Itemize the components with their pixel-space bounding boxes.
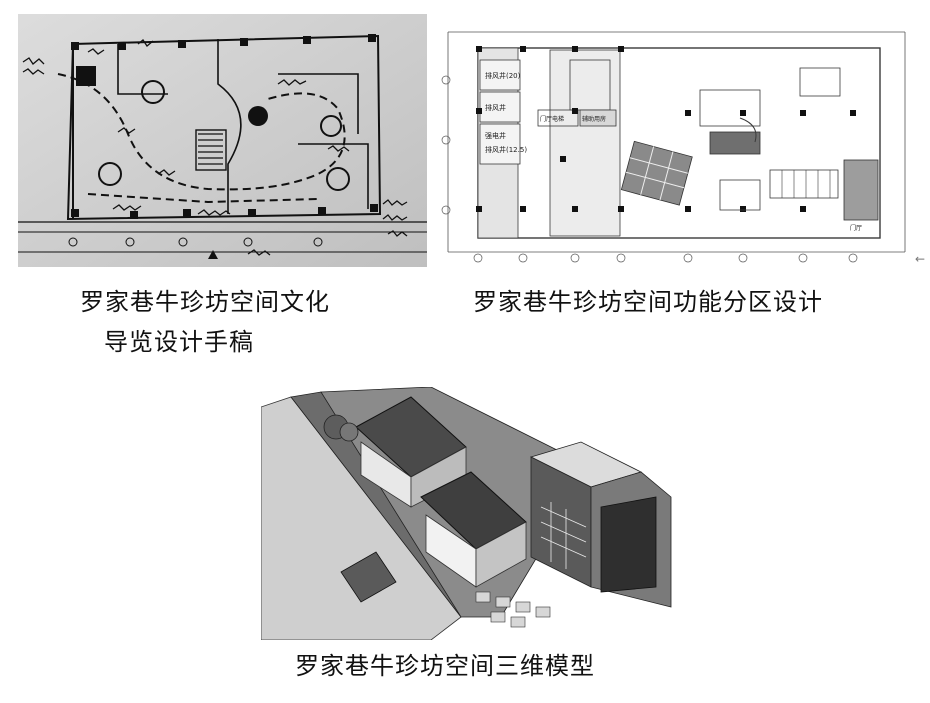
caption-model: 罗家巷牛珍坊空间三维模型 xyxy=(295,652,595,680)
plan-label-room-c: 强电井 xyxy=(485,131,506,140)
caption-sketch-line1: 罗家巷牛珍坊空间文化 xyxy=(80,288,330,316)
caption-sketch-line2: 导览设计手稿 xyxy=(104,328,254,356)
plan-label-room-f: 辅助用房 xyxy=(582,115,606,123)
plan-label-room-e: 门厅电梯 xyxy=(540,115,564,123)
plan-label-entry: 门厅 xyxy=(850,224,862,232)
left-arrow-icon: ← xyxy=(915,252,926,266)
plan-label-room-b: 排风井 xyxy=(485,103,506,112)
function-zoning-plan-image: 排风井(20) 排风井 强电井 排风井(12.5) 门厅电梯 辅助用房 门厅 xyxy=(440,20,912,266)
plan-label-room-a: 排风井(20) xyxy=(485,71,521,80)
plan-label-room-d: 排风井(12.5) xyxy=(485,145,527,154)
3d-model-image xyxy=(261,387,686,640)
caption-plan: 罗家巷牛珍坊空间功能分区设计 xyxy=(473,288,823,316)
guide-sketch-image xyxy=(18,14,427,267)
